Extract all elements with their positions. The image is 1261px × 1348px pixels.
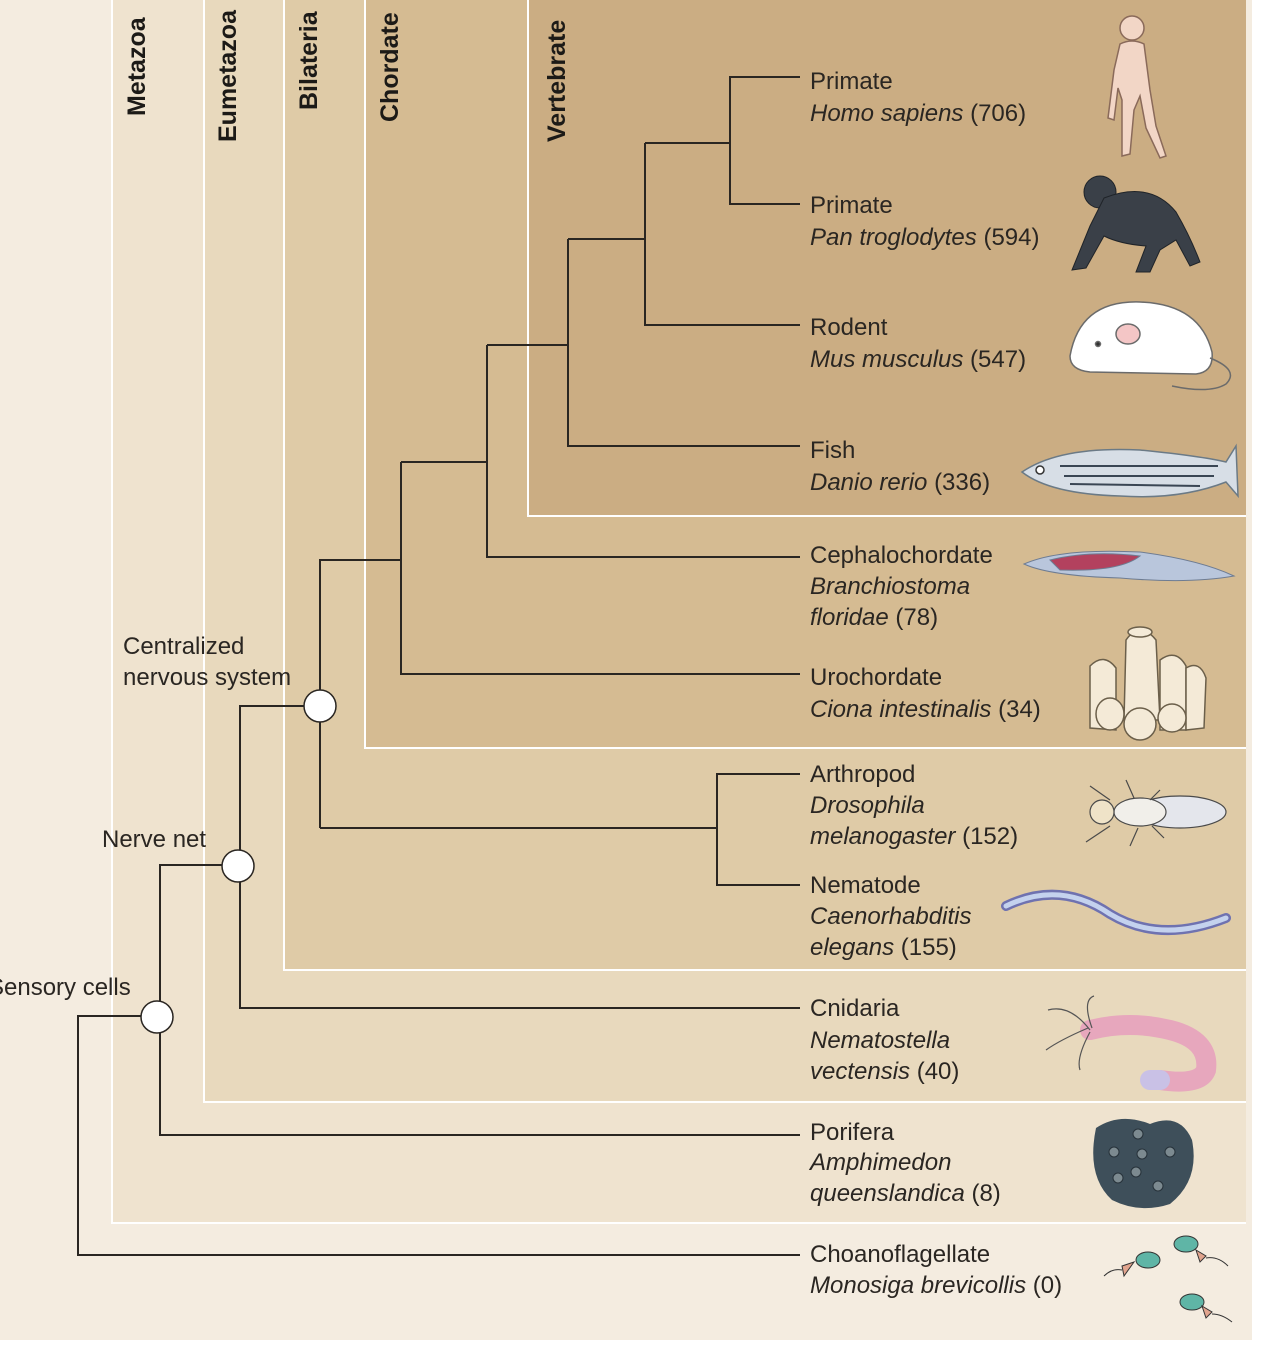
clade-label-bilateria: Bilateria (295, 10, 323, 110)
clade-label-eumetazoa: Eumetazoa (214, 9, 242, 142)
species-name: Monosiga brevicollis (810, 1272, 1026, 1299)
choanoflagellate-icon (1103, 1235, 1233, 1323)
node-label-nerve-net: Nerve net (102, 826, 206, 853)
species-label: Homo sapiens (706) (810, 100, 1026, 127)
taxon-mus-musculus: Rodent Mus musculus (547) (810, 314, 1026, 373)
species-name: Amphimedon (808, 1149, 951, 1176)
group-label: Cnidaria (810, 995, 900, 1022)
species-name: elegans (810, 934, 894, 961)
species-label: Caenorhabditis (810, 903, 971, 930)
group-label: Rodent (810, 314, 888, 341)
species-label: Amphimedon (808, 1149, 951, 1176)
gene-count: (155) (901, 934, 957, 961)
gene-count: (706) (970, 100, 1026, 127)
node-label-cns-line2: nervous system (123, 664, 291, 691)
node-centralized-nervous-system (303, 689, 337, 723)
fruit-fly-icon (1085, 779, 1227, 847)
lancelet-icon (1022, 550, 1236, 582)
species-label: Danio rerio (336) (810, 469, 990, 496)
group-label: Primate (810, 192, 893, 219)
gene-count: (40) (917, 1058, 960, 1085)
human-icon (1107, 15, 1167, 159)
clade-label-vertebrate: Vertebrate (543, 20, 571, 142)
species-label: melanogaster (152) (810, 823, 1018, 850)
species-label: vectensis (40) (810, 1058, 959, 1085)
species-label: Nematostella (810, 1027, 950, 1054)
taxon-danio-rerio: Fish Danio rerio (336) (810, 437, 990, 496)
taxon-ciona-intestinalis: Urochordate Ciona intestinalis (34) (810, 664, 1041, 723)
species-label: Drosophila (810, 792, 925, 819)
gene-count: (78) (895, 604, 938, 631)
sea-squirt-icon (1089, 626, 1207, 741)
gene-count: (336) (934, 469, 990, 496)
group-label: Urochordate (810, 664, 942, 691)
species-label: Monosiga brevicollis (0) (810, 1272, 1062, 1299)
mouse-icon (1069, 301, 1232, 391)
gene-count: (594) (983, 224, 1039, 251)
gene-count: (34) (998, 696, 1041, 723)
group-label: Primate (810, 68, 893, 95)
group-label: Porifera (810, 1119, 895, 1146)
gene-count: (0) (1033, 1272, 1062, 1299)
node-sensory-cells (140, 1000, 174, 1034)
species-label: Ciona intestinalis (34) (810, 696, 1041, 723)
node-label-cns-line1: Centralized (123, 633, 244, 660)
taxon-monosiga-brevicollis: Choanoflagellate Monosiga brevicollis (0… (810, 1241, 1062, 1299)
species-label: Mus musculus (547) (810, 346, 1026, 373)
species-label: floridae (78) (810, 604, 938, 631)
species-name: Ciona intestinalis (810, 696, 991, 723)
taxon-branchiostoma-floridae: Cephalochordate Branchiostoma floridae (… (810, 542, 993, 631)
nematode-icon (1001, 889, 1231, 935)
clade-label-metazoa: Metazoa (123, 16, 151, 116)
group-label: Fish (810, 437, 855, 464)
species-name: Caenorhabditis (810, 903, 971, 930)
group-label: Arthropod (810, 761, 915, 788)
gene-count: (547) (970, 346, 1026, 373)
taxon-drosophila-melanogaster: Arthropod Drosophila melanogaster (152) (810, 761, 1018, 850)
sea-anemone-icon (1045, 995, 1217, 1092)
species-name: Homo sapiens (810, 100, 963, 127)
sponge-icon (1093, 1118, 1194, 1209)
species-name: queenslandica (810, 1180, 965, 1207)
species-name: floridae (810, 604, 889, 631)
tree-branches (77, 76, 800, 1256)
gene-count: (8) (971, 1180, 1000, 1207)
species-name: vectensis (810, 1058, 910, 1085)
zebrafish-icon (1020, 443, 1239, 499)
species-label: Pan troglodytes (594) (810, 224, 1039, 251)
gene-count: (152) (962, 823, 1018, 850)
species-name: Pan troglodytes (810, 224, 977, 251)
species-label: elegans (155) (810, 934, 957, 961)
node-nerve-net (221, 849, 255, 883)
species-name: Branchiostoma (810, 573, 970, 600)
species-name: Nematostella (810, 1027, 950, 1054)
taxon-nematostella-vectensis: Cnidaria Nematostella vectensis (40) (810, 995, 959, 1085)
taxon-homo-sapiens: Primate Homo sapiens (706) (810, 68, 1026, 127)
taxon-amphimedon-queenslandica: Porifera Amphimedon queenslandica (8) (808, 1119, 1001, 1207)
species-name: Mus musculus (810, 346, 963, 373)
node-label-sensory-cells: Sensory cells (0, 974, 131, 1001)
chimpanzee-icon (1071, 175, 1201, 273)
taxon-pan-troglodytes: Primate Pan troglodytes (594) (810, 192, 1039, 251)
species-label: queenslandica (8) (810, 1180, 1001, 1207)
species-name: melanogaster (810, 823, 956, 850)
species-name: Drosophila (810, 792, 925, 819)
group-label: Nematode (810, 872, 921, 899)
group-label: Cephalochordate (810, 542, 993, 569)
group-label: Choanoflagellate (810, 1241, 990, 1268)
clade-label-chordate: Chordate (376, 12, 404, 122)
taxon-caenorhabditis-elegans: Nematode Caenorhabditis elegans (155) (810, 872, 971, 961)
species-name: Danio rerio (810, 469, 927, 496)
species-label: Branchiostoma (810, 573, 970, 600)
panel-borders (111, 0, 1246, 1224)
